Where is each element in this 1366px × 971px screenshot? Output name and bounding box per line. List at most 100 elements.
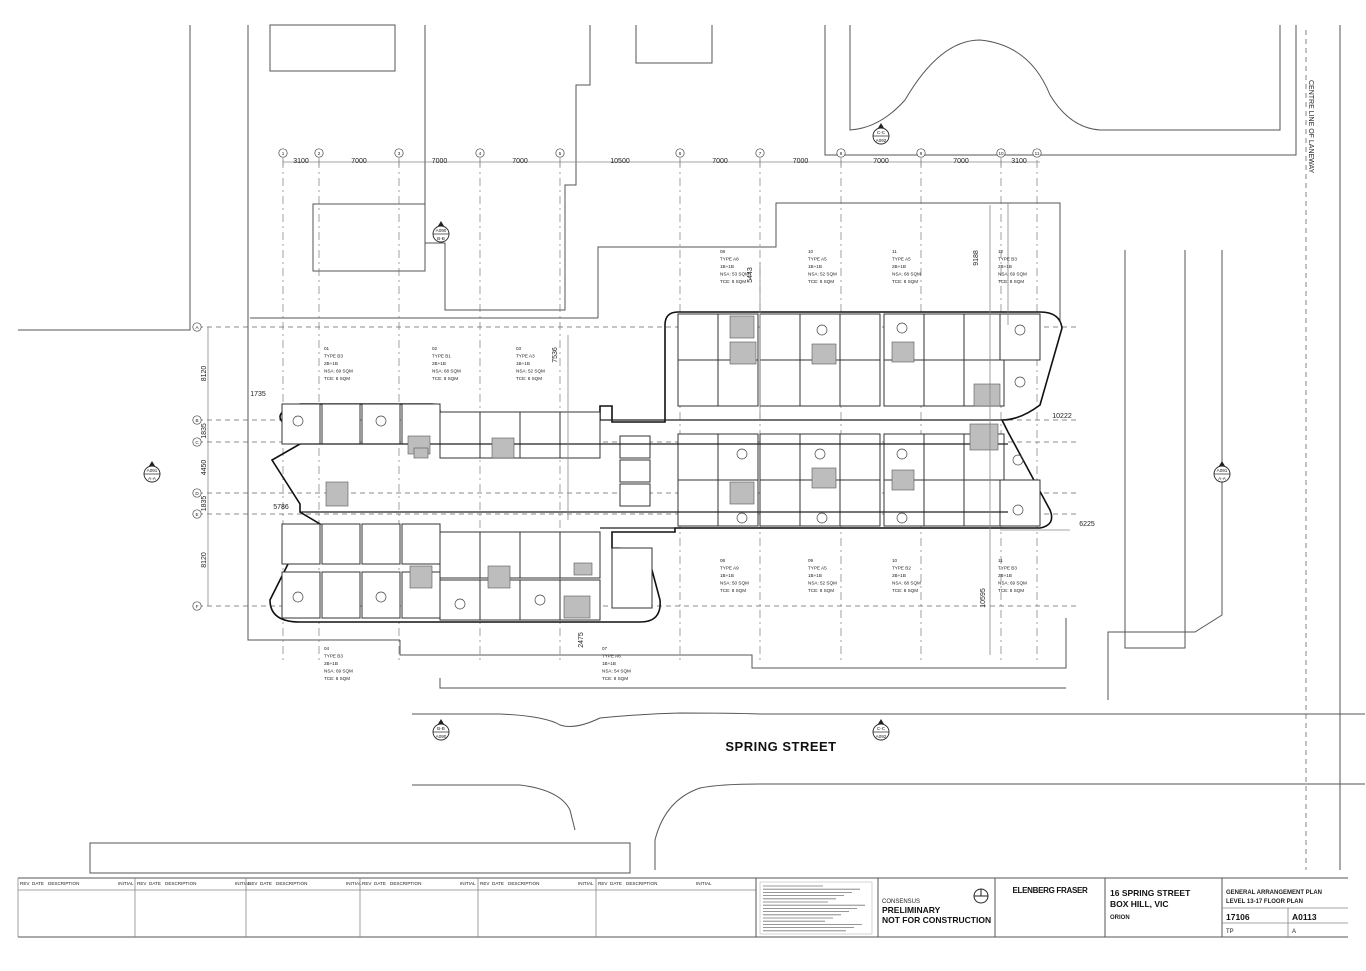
table-symbol <box>736 448 748 460</box>
room-cell <box>519 531 561 579</box>
dimension-label: 7000 <box>351 158 367 165</box>
svg-text:TCE: 8 SQM: TCE: 8 SQM <box>892 279 918 284</box>
svg-text:B: B <box>195 418 198 423</box>
table-symbol <box>1012 504 1024 516</box>
svg-text:TYPE B3: TYPE B3 <box>998 566 1017 571</box>
svg-text:2B+1B: 2B+1B <box>432 361 446 366</box>
table-symbol <box>534 594 546 606</box>
dimension-label: 3100 <box>293 158 309 165</box>
table-symbol <box>292 591 304 603</box>
furniture-block <box>891 469 915 491</box>
room-cell <box>839 479 881 527</box>
furniture-block <box>409 565 433 589</box>
svg-text:TCE: 8 SQM: TCE: 8 SQM <box>892 588 918 593</box>
dimension-label: 1735 <box>250 391 266 398</box>
svg-text:INITIAL: INITIAL <box>696 881 712 886</box>
svg-text:NSA: 69 SQM: NSA: 69 SQM <box>998 581 1027 586</box>
row-bubble: D <box>192 488 202 498</box>
street-label: SPRING STREET <box>725 739 836 754</box>
grid-bubble: 11 <box>1032 148 1042 158</box>
svg-text:4: 4 <box>479 151 482 156</box>
svg-text:NSA: 68 SQM: NSA: 68 SQM <box>892 581 921 586</box>
svg-text:2B+1B: 2B+1B <box>998 264 1012 269</box>
svg-text:02: 02 <box>432 346 438 351</box>
grid-bubble: 1 <box>278 148 288 158</box>
section-markers: A090B-BA091A-AA091A-AC-CA092B-BA090C-CA0… <box>143 123 1231 741</box>
room-cell <box>839 359 881 407</box>
room-cell <box>839 433 881 481</box>
svg-text:INITIAL: INITIAL <box>460 881 476 886</box>
drawing-title-2: LEVEL 13-17 FLOOR PLAN <box>1226 899 1303 905</box>
dimension-label: 7000 <box>432 158 448 165</box>
svg-text:REV: REV <box>20 881 30 886</box>
svg-text:10: 10 <box>998 151 1004 156</box>
svg-text:DESCRIPTION: DESCRIPTION <box>165 881 196 886</box>
grid-bubble: 8 <box>836 148 846 158</box>
row-bubble: E <box>192 509 202 519</box>
svg-text:TCE: 8 SQM: TCE: 8 SQM <box>998 588 1024 593</box>
room-cell <box>321 523 361 565</box>
svg-text:01: 01 <box>324 346 330 351</box>
svg-text:10: 10 <box>892 558 898 563</box>
svg-text:TYPE A5: TYPE A5 <box>892 257 911 262</box>
project-name-1: 16 SPRING STREET <box>1110 888 1191 898</box>
furniture-block <box>729 481 755 505</box>
table-symbol <box>1012 454 1024 466</box>
table-symbol <box>816 324 828 336</box>
room-cell <box>361 523 401 565</box>
svg-text:DESCRIPTION: DESCRIPTION <box>390 881 421 886</box>
dimension-label: 1835 <box>201 496 208 512</box>
svg-text:11: 11 <box>892 249 897 254</box>
room-cell <box>519 411 561 459</box>
room-cell <box>677 359 719 407</box>
room-cell <box>759 359 801 407</box>
svg-text:DATE: DATE <box>610 881 622 886</box>
svg-text:8: 8 <box>840 151 843 156</box>
furniture-block <box>811 467 837 489</box>
svg-text:2B+1B: 2B+1B <box>892 264 906 269</box>
svg-text:NSA: 50 SQM: NSA: 50 SQM <box>720 581 749 586</box>
svg-text:TCE: 8 SQM: TCE: 8 SQM <box>432 376 458 381</box>
grid-bubble: 9 <box>916 148 926 158</box>
svg-text:DATE: DATE <box>32 881 44 886</box>
grid-bubble: 6 <box>675 148 685 158</box>
svg-text:2B+1B: 2B+1B <box>324 361 338 366</box>
dimension-label: 5443 <box>747 267 754 283</box>
table-symbol <box>1014 376 1026 388</box>
status-line-1: PRELIMINARY <box>882 905 941 915</box>
svg-text:TYPE A9: TYPE A9 <box>720 566 739 571</box>
project-number: 17106 <box>1226 912 1250 922</box>
room-cell <box>619 483 651 507</box>
revision: A <box>1292 929 1296 935</box>
svg-text:TYPE B2: TYPE B2 <box>892 566 911 571</box>
svg-text:TYPE A5: TYPE A5 <box>808 566 827 571</box>
svg-text:INITIAL: INITIAL <box>118 881 134 886</box>
svg-text:A: A <box>195 325 199 330</box>
dimension-label: 7000 <box>873 158 889 165</box>
room-cell <box>883 359 925 407</box>
grid-bubble: 3 <box>394 148 404 158</box>
dimension-label: 8120 <box>201 552 208 568</box>
svg-text:1B+1B: 1B+1B <box>720 264 734 269</box>
svg-text:08: 08 <box>720 558 726 563</box>
row-bubble: B <box>192 415 202 425</box>
room-cell <box>677 313 719 361</box>
svg-text:1B+1B: 1B+1B <box>602 661 616 666</box>
svg-text:TCE: 8 SQM: TCE: 8 SQM <box>324 676 350 681</box>
svg-text:1B+1B: 1B+1B <box>808 573 822 578</box>
svg-text:C-C: C-C <box>877 130 886 135</box>
furniture-block <box>969 423 999 451</box>
north-point-icon <box>973 888 989 904</box>
dimension-label: 7000 <box>512 158 528 165</box>
svg-text:TCE: 8 SQM: TCE: 8 SQM <box>998 279 1024 284</box>
svg-text:DATE: DATE <box>149 881 161 886</box>
room-cell <box>281 523 321 565</box>
